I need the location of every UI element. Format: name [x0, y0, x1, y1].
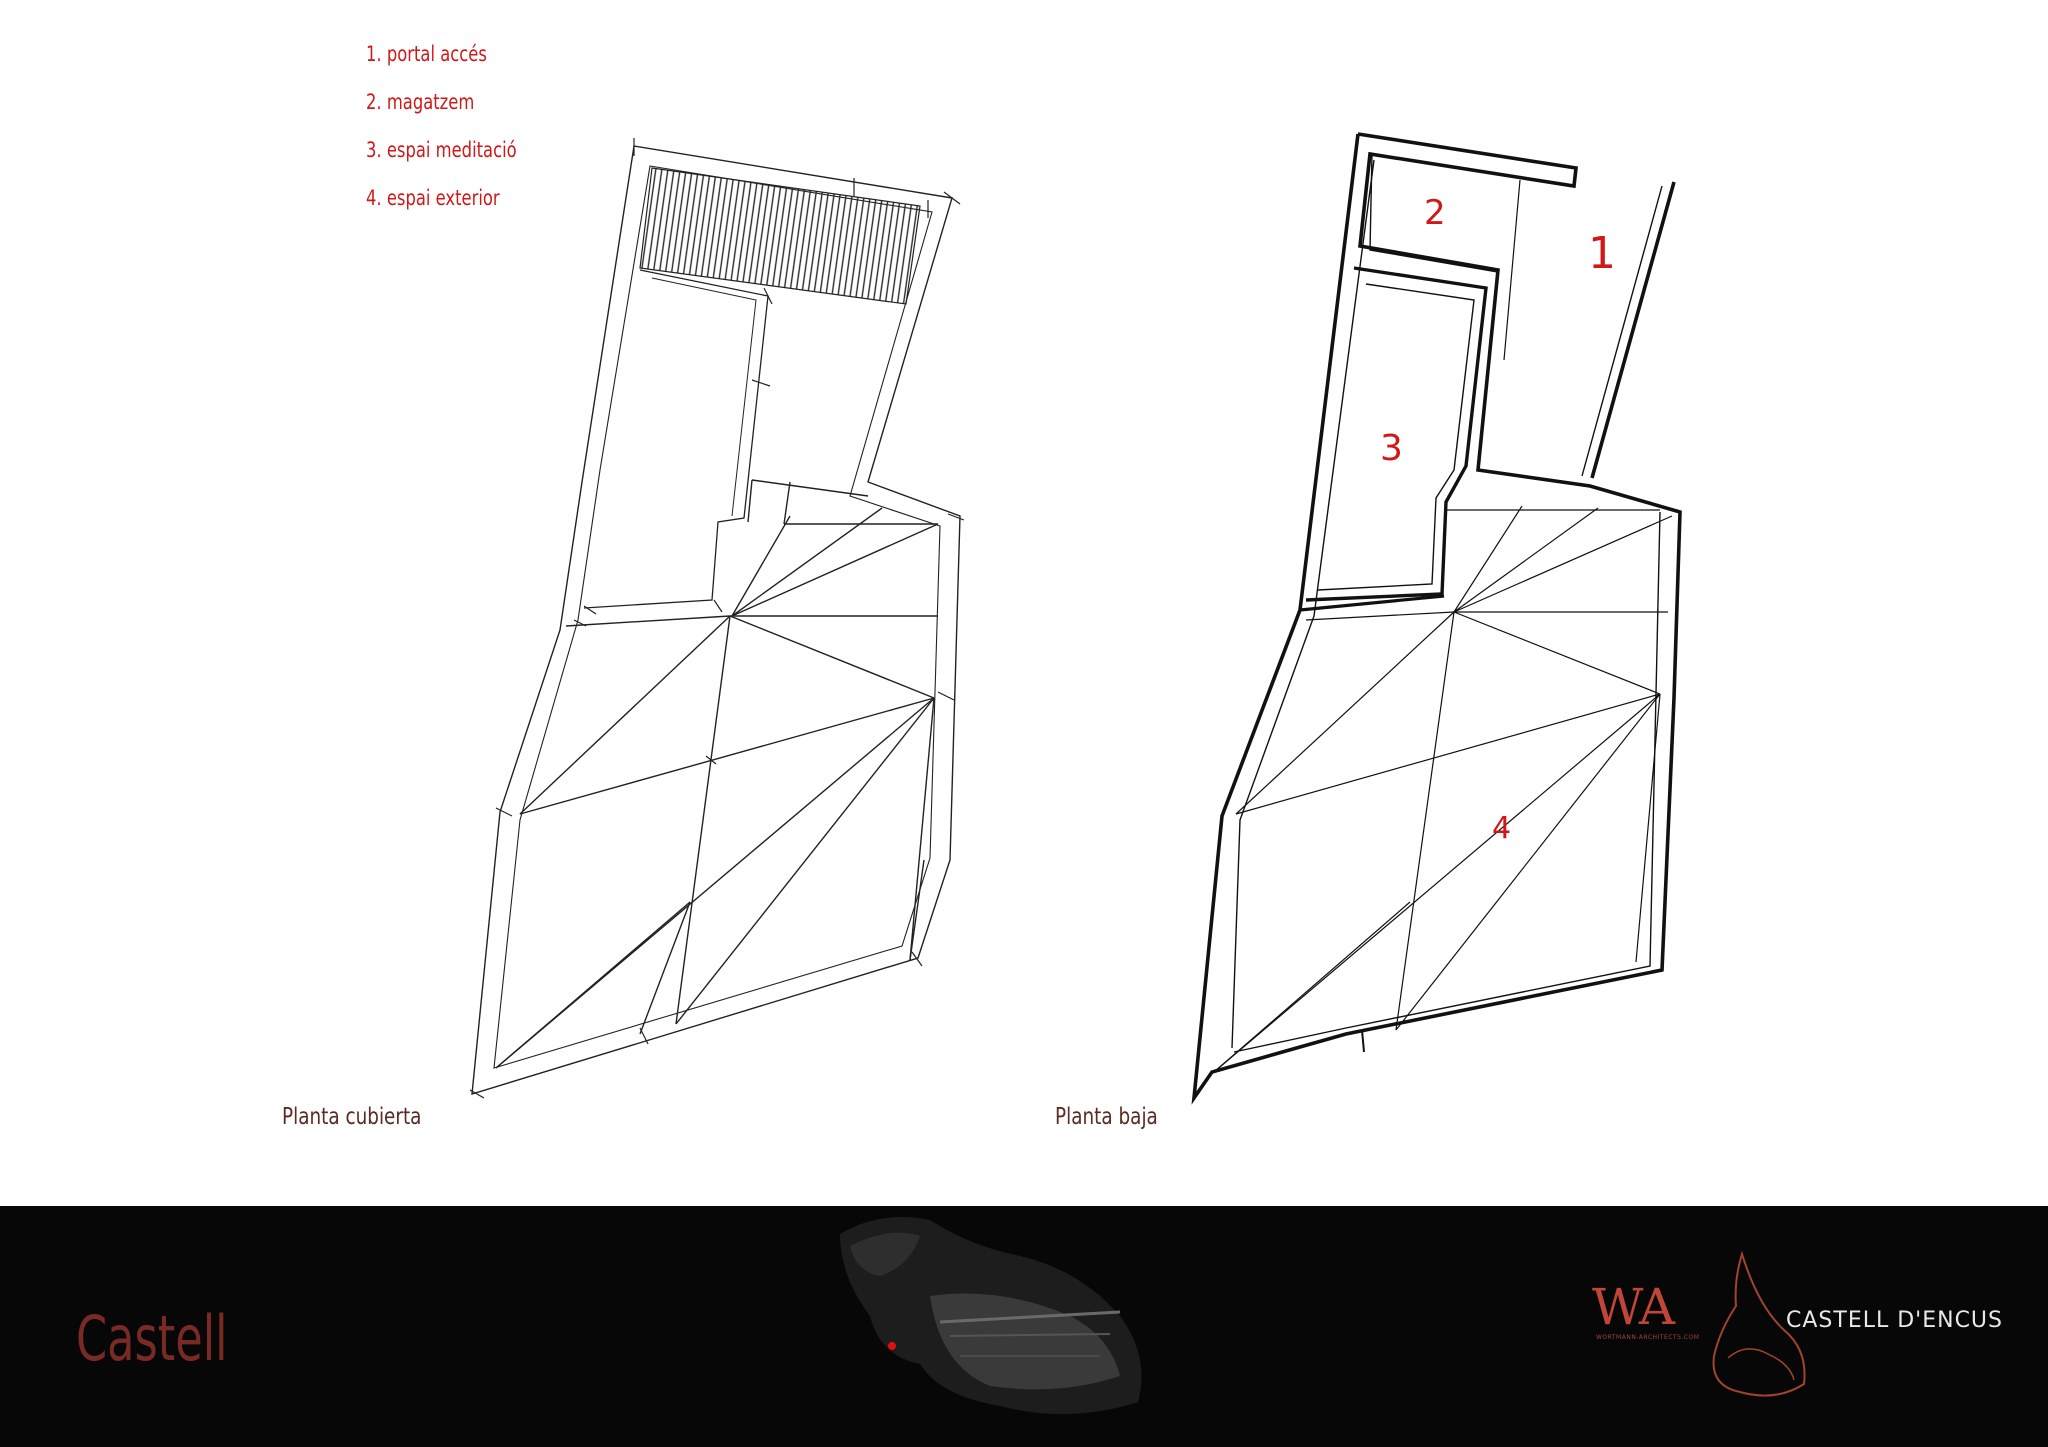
legend-item-2: 2. magatzem	[366, 90, 475, 114]
roof-plan-outline	[471, 145, 961, 1095]
ground-floor-plan	[1191, 132, 1682, 1105]
roof-plan-ticks	[469, 138, 965, 1099]
wa-logo-subtitle: WORTMANN-ARCHITECTS.COM	[1596, 1334, 1700, 1341]
roof-plan-inner-outline	[493, 165, 941, 1069]
location-marker-icon	[888, 1342, 896, 1350]
ground-plan-outer-wall	[1191, 132, 1682, 1105]
legend-item-3: 3. espai meditació	[366, 138, 517, 162]
brand-name: CASTELL D'ENCUS	[1786, 1308, 2003, 1333]
floor-plans: 2 1 3 4	[469, 132, 1682, 1105]
legend-item-1: 1. portal accés	[366, 42, 487, 66]
footer-bar: Castell WA WORTMANN-ARCHITECTS.COM CASTE…	[0, 1206, 2048, 1447]
legend-item-4: 4. espai exterior	[366, 186, 500, 210]
room-numbers: 2 1 3 4	[1380, 193, 1616, 846]
room-number-2: 2	[1424, 193, 1446, 233]
room-number-3: 3	[1380, 428, 1403, 469]
project-title: Castell	[76, 1302, 228, 1375]
site-model-image	[840, 1217, 1142, 1415]
castle-outline-icon	[1712, 1250, 1806, 1397]
ground-plan-courtyard-wall	[1305, 266, 1488, 602]
roof-hatch	[639, 167, 921, 305]
drawing-sheet: 1. portal accés 2. magatzem 3. espai med…	[282, 36, 1682, 1130]
room-number-4: 4	[1492, 811, 1511, 846]
roof-plan	[471, 145, 961, 1095]
ground-plan-right-wall	[1590, 181, 1676, 479]
roof-plan-caption: Planta cubierta	[282, 1104, 422, 1130]
wa-logo: WA	[1592, 1278, 1675, 1336]
roof-courtyard-outline	[583, 269, 769, 609]
room-number-1: 1	[1588, 228, 1616, 279]
ground-plan-caption: Planta baja	[1055, 1104, 1158, 1130]
room-legend: 1. portal accés 2. magatzem 3. espai med…	[366, 36, 559, 228]
